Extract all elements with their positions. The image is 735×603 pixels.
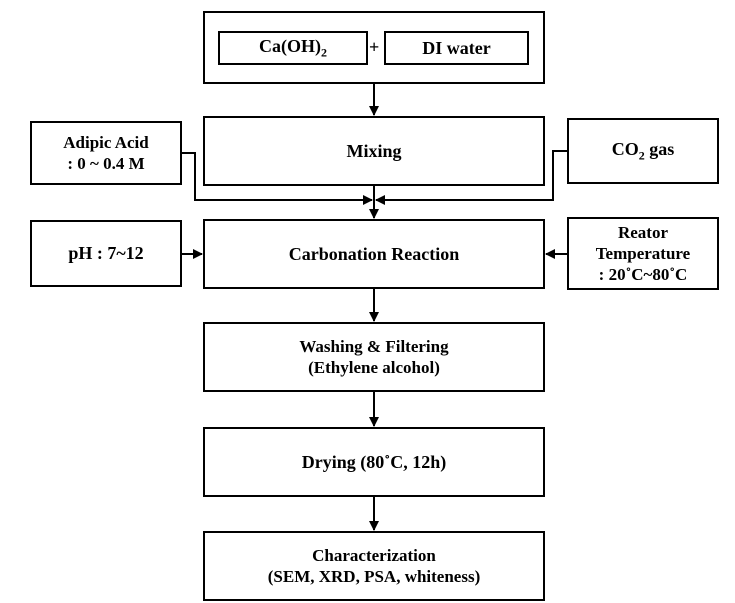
washing-line1: Washing & Filtering bbox=[299, 336, 449, 356]
characterization-box: Characterization (SEM, XRD, PSA, whitene… bbox=[203, 531, 545, 601]
adipic-acid-line2: : 0 ~ 0.4 M bbox=[67, 154, 145, 173]
characterization-line1: Characterization bbox=[312, 545, 436, 565]
ph-label: pH : 7~12 bbox=[68, 243, 144, 264]
plus-sign: + bbox=[369, 37, 380, 57]
carbonation-reaction-box: Carbonation Reaction bbox=[203, 219, 545, 289]
drying-box: Drying (80˚C, 12h) bbox=[203, 427, 545, 497]
reactor-temperature-box: Reator Temperature : 20˚C~80˚C bbox=[567, 217, 719, 290]
mixing-label: Mixing bbox=[346, 140, 402, 161]
adipic-acid-line1: Adipic Acid bbox=[63, 132, 149, 152]
characterization-line2: (SEM, XRD, PSA, whiteness) bbox=[267, 567, 481, 586]
mixing-box: Mixing bbox=[203, 116, 545, 186]
reactor-temp-line3: : 20˚C~80˚C bbox=[598, 265, 688, 285]
di-water-box: DI water bbox=[384, 31, 529, 65]
di-water-label: DI water bbox=[422, 37, 491, 58]
carbonation-reaction-label: Carbonation Reaction bbox=[288, 243, 460, 264]
washing-filtering-box: Washing & Filtering (Ethylene alcohol) bbox=[203, 322, 545, 392]
ph-box: pH : 7~12 bbox=[30, 220, 182, 287]
caoh2-box: Ca(OH)2 bbox=[218, 31, 368, 65]
co2-gas-box: CO2 gas bbox=[567, 118, 719, 184]
washing-line2: (Ethylene alcohol) bbox=[308, 358, 440, 377]
drying-label: Drying (80˚C, 12h) bbox=[301, 451, 447, 472]
caoh2-label: Ca(OH)2 bbox=[259, 36, 327, 60]
adipic-acid-box: Adipic Acid : 0 ~ 0.4 M bbox=[30, 121, 182, 185]
reactor-temp-line2: Temperature bbox=[595, 243, 691, 263]
co2-gas-label: CO2 gas bbox=[611, 139, 675, 163]
reactor-temp-line1: Reator bbox=[617, 222, 669, 242]
